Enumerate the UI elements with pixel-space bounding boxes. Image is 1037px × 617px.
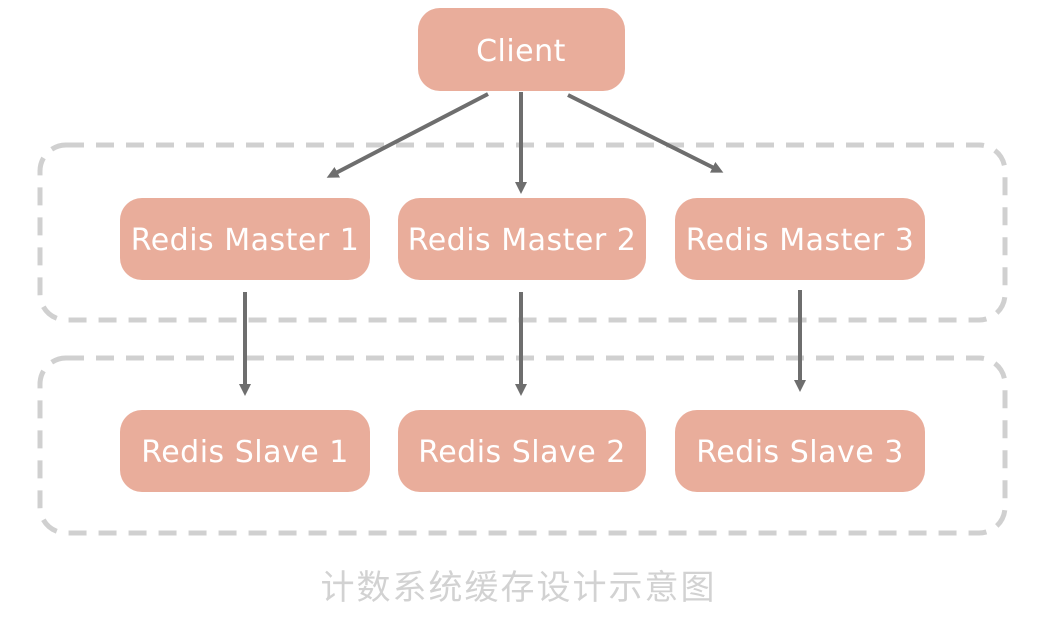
slave-node-3: Redis Slave 3 (675, 410, 925, 492)
client-label: Client (476, 34, 566, 69)
slave-label-1: Redis Slave 1 (141, 435, 349, 470)
arrow-client-master-1 (326, 92, 489, 178)
master-node-1: Redis Master 1 (120, 198, 370, 280)
master-label-3: Redis Master 3 (686, 223, 915, 258)
diagram-caption: 计数系统缓存设计示意图 (320, 568, 717, 608)
slave-label-2: Redis Slave 2 (418, 435, 626, 470)
master-label-1: Redis Master 1 (131, 223, 360, 258)
master-node-3: Redis Master 3 (675, 198, 925, 280)
slave-node-1: Redis Slave 1 (120, 410, 370, 492)
slave-label-3: Redis Slave 3 (696, 435, 904, 470)
slave-node-2: Redis Slave 2 (398, 410, 646, 492)
master-label-2: Redis Master 2 (408, 223, 637, 258)
client-node: Client (418, 8, 625, 91)
arrow-client-master-3 (567, 93, 724, 173)
master-node-2: Redis Master 2 (398, 198, 646, 280)
